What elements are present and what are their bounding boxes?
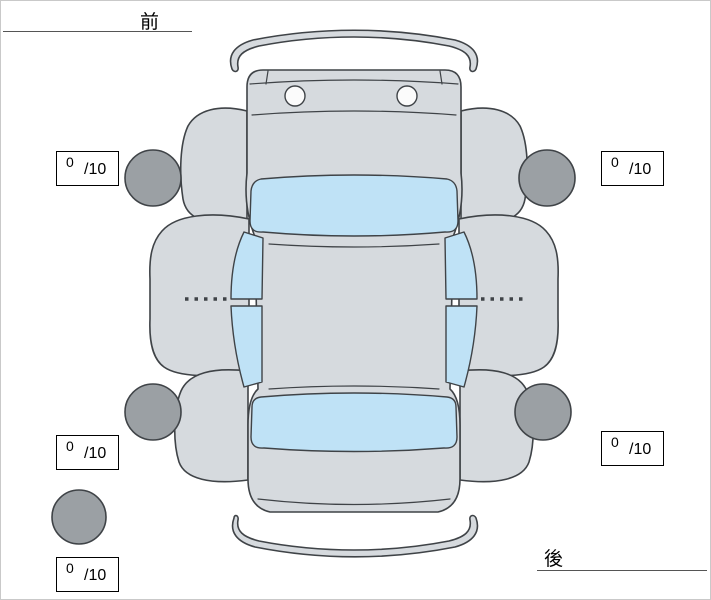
front-panel-seam xyxy=(249,79,459,85)
roof-front-seam xyxy=(268,243,440,248)
front-label: 前 xyxy=(140,12,161,33)
front-right-door-panel xyxy=(460,107,529,226)
spare-wheel xyxy=(51,489,107,545)
front-left-seam-tick xyxy=(265,70,269,85)
front-left-door-panel xyxy=(179,107,248,226)
front-right-wheel xyxy=(518,149,576,207)
rear-bumper xyxy=(231,514,479,558)
score-denominator: /10 xyxy=(629,441,652,458)
score-box-rear-left: 0 /10 xyxy=(56,435,119,470)
front-left-wheel xyxy=(124,149,182,207)
rear-glass xyxy=(250,392,458,453)
hood-detail-circle-right xyxy=(396,85,418,107)
front-bumper xyxy=(229,29,479,73)
score-value: 0 xyxy=(66,560,74,576)
score-value: 0 xyxy=(66,438,74,454)
score-denominator: /10 xyxy=(84,567,107,584)
score-box-front-left: 0 /10 xyxy=(56,151,119,186)
front-label-underline xyxy=(3,31,192,32)
score-denominator: /10 xyxy=(84,161,107,178)
left-front-window xyxy=(230,231,264,300)
left-rear-window xyxy=(230,305,263,388)
right-front-window xyxy=(444,231,478,300)
rear-label-underline xyxy=(537,570,707,571)
rear-left-door-panel xyxy=(173,369,249,483)
score-value: 0 xyxy=(611,434,619,450)
rear-left-wheel xyxy=(124,383,182,441)
score-value: 0 xyxy=(611,154,619,170)
score-box-spare: 0 /10 xyxy=(56,557,119,592)
score-box-rear-right: 0 /10 xyxy=(601,431,664,466)
score-value: 0 xyxy=(66,154,74,170)
score-denominator: /10 xyxy=(629,161,652,178)
score-denominator: /10 xyxy=(84,445,107,462)
rear-label: 後 xyxy=(544,549,565,570)
roof-rear-seam xyxy=(268,385,440,390)
hood-seam xyxy=(251,110,457,116)
right-side-panel xyxy=(458,214,559,377)
windshield-glass xyxy=(249,174,459,237)
trunk-seam xyxy=(257,498,451,506)
hood-detail-circle-left xyxy=(284,85,306,107)
left-side-panel xyxy=(149,214,250,377)
rear-right-wheel xyxy=(514,383,572,441)
right-rear-window xyxy=(445,305,478,388)
front-right-seam-tick xyxy=(439,70,443,85)
score-box-front-right: 0 /10 xyxy=(601,151,664,186)
